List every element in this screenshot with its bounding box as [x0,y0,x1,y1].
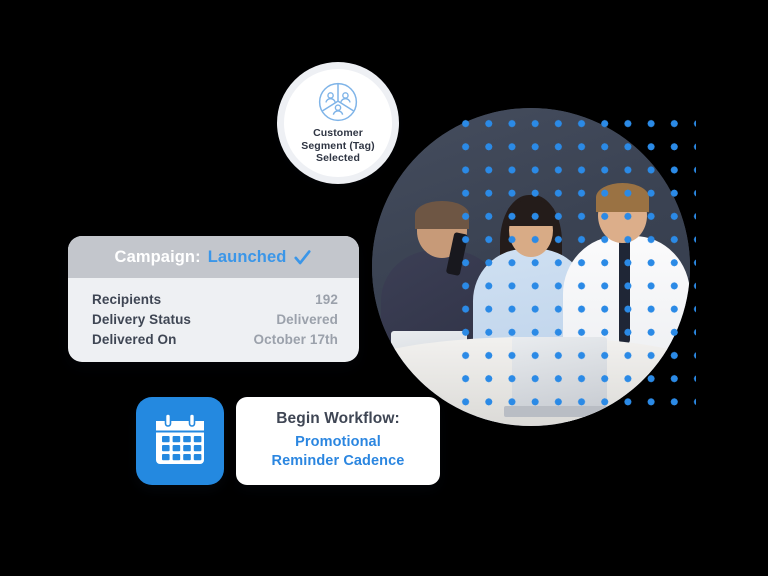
campaign-label: Campaign: [114,247,201,266]
customer-segment-badge: Customer Segment (Tag) Selected [277,62,399,184]
calendar-icon [156,413,204,464]
table-row: Recipients 192 [92,289,338,309]
calendar-icon-tile [136,397,224,485]
badge-line-2: Segment (Tag) [301,139,375,152]
campaign-card-body: Recipients 192 Delivery Status Delivered… [68,278,359,362]
check-icon [294,249,312,264]
workflow-subtitle-line-2: Reminder Cadence [271,453,405,469]
row-key: Recipients [92,291,162,307]
workflow-group: Begin Workflow: Promotional Reminder Cad… [136,397,440,485]
row-key: Delivery Status [92,311,192,327]
workflow-card: Begin Workflow: Promotional Reminder Cad… [236,397,440,485]
workflow-subtitle: Promotional Reminder Cadence [272,433,405,470]
row-value: 192 [315,291,338,307]
row-value: Delivered [276,311,338,327]
customer-segment-label: Customer Segment (Tag) Selected [301,127,374,165]
campaign-status-card: Campaign: Launched Recipients 192 Delive… [68,236,359,362]
dot-grid-pattern [450,108,696,408]
customer-segment-icon [318,82,358,121]
campaign-card-header: Campaign: Launched [68,236,359,278]
row-key: Delivered On [92,331,177,347]
row-value: October 17th [253,331,338,347]
workflow-subtitle-line-1: Promotional [295,434,381,451]
laptop-right-base [504,405,615,417]
table-row: Delivery Status Delivered [92,309,338,329]
table-row: Delivered On October 17th [92,329,338,349]
workflow-title: Begin Workflow: [276,410,400,428]
badge-line-3: Selected [315,152,360,165]
campaign-status-value: Launched [207,247,287,266]
badge-line-1: Customer [313,126,363,139]
